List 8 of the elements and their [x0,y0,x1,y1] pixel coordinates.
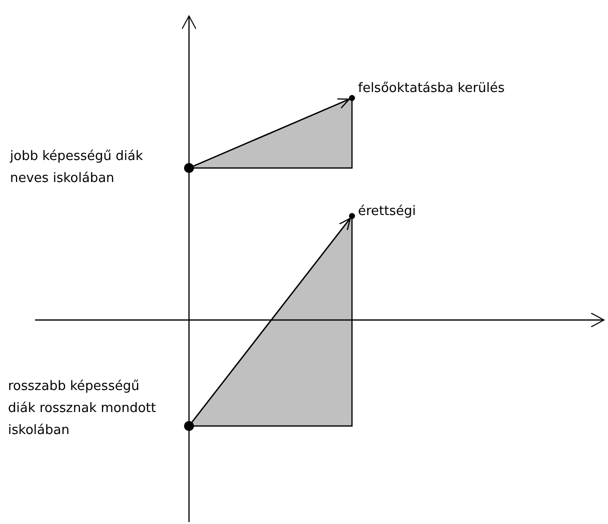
data-point [349,95,355,101]
data-point [184,421,194,431]
point-label: érettségi [358,203,417,221]
data-point [349,213,355,219]
data-point [184,163,194,173]
point-label: jobb képességű diák neves iskolában [10,148,144,188]
point-label: felsőoktatásba kerülés [358,80,506,98]
point-label: rosszabb képességű diák rossznak mondott iskolában [8,378,157,440]
